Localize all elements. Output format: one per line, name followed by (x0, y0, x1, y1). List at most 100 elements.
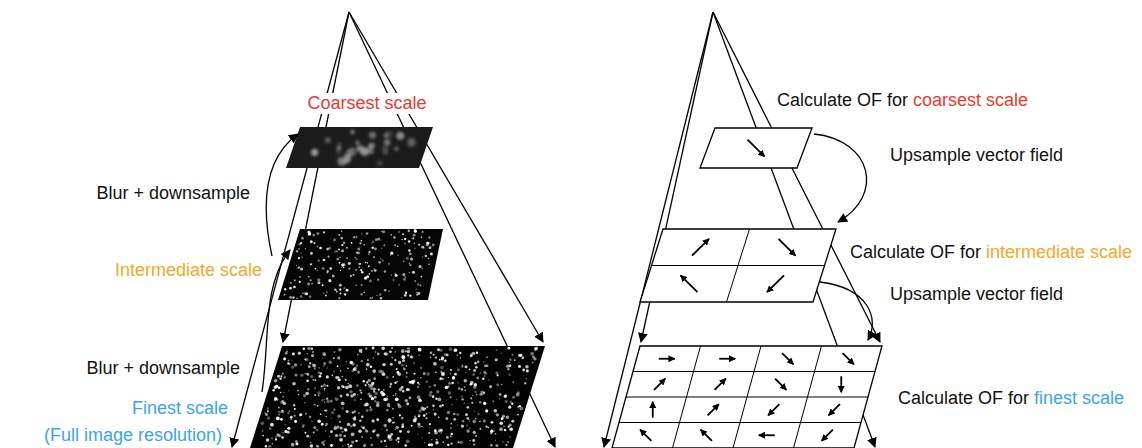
speckle (276, 417, 280, 421)
speckle (355, 236, 357, 238)
speckle (359, 389, 361, 391)
speckle (298, 394, 300, 396)
speckle (438, 398, 442, 402)
speckle (494, 409, 498, 413)
flow-vector (759, 434, 775, 436)
speckle (335, 398, 339, 402)
speckle (355, 269, 357, 271)
speckle (283, 357, 286, 360)
speckle (450, 373, 451, 374)
speckle (346, 361, 348, 363)
speckle (325, 425, 326, 426)
speckle (355, 141, 359, 145)
speckle (391, 274, 393, 276)
speckle (287, 412, 289, 414)
speckle (403, 278, 406, 281)
speckle (343, 386, 345, 388)
speckle (384, 289, 387, 292)
speckle (266, 438, 270, 442)
speckle (304, 432, 306, 434)
speckle (368, 384, 371, 387)
speckle (509, 427, 513, 431)
speckle (479, 372, 481, 374)
speckle (412, 271, 415, 274)
speckle (324, 410, 326, 412)
flow-vector (659, 358, 675, 360)
speckle (368, 251, 371, 254)
speckle (489, 385, 492, 388)
fine-field (612, 346, 882, 448)
speckle (460, 357, 461, 358)
speckle (499, 427, 503, 431)
speckle (402, 355, 406, 359)
speckle (418, 348, 422, 352)
speckle (291, 366, 294, 369)
speckle (414, 248, 415, 249)
speckle (466, 424, 468, 426)
speckle (324, 401, 325, 402)
speckle (351, 362, 354, 365)
speckle (372, 247, 374, 249)
step-label: Upsample vector field (888, 145, 1065, 166)
speckle (296, 265, 297, 266)
speckle (470, 381, 474, 385)
speckle (457, 424, 458, 425)
speckle (368, 265, 370, 267)
speckle (395, 429, 396, 430)
speckle (339, 284, 342, 287)
speckle (305, 358, 309, 362)
speckle (406, 402, 409, 405)
speckle (318, 260, 320, 262)
speckle (340, 395, 343, 398)
downsample-arrow (262, 250, 290, 392)
speckle (382, 259, 384, 261)
speckle (435, 441, 438, 444)
speckle (280, 378, 281, 379)
intermediate-image (278, 229, 443, 300)
speckle (532, 355, 535, 358)
speckle (298, 352, 301, 355)
speckle (325, 409, 328, 412)
speckle (356, 365, 358, 367)
speckle (407, 430, 410, 433)
speckle (329, 361, 332, 364)
speckle (374, 396, 377, 399)
speckle (392, 376, 394, 378)
speckle (517, 406, 519, 408)
speckle (420, 377, 421, 378)
speckle (307, 388, 309, 390)
speckle (511, 420, 514, 423)
speckle (348, 445, 351, 448)
speckle (317, 278, 320, 281)
speckle (425, 255, 428, 258)
scale-label: coarsest scale (911, 90, 1030, 111)
speckle (318, 394, 320, 396)
speckle (338, 249, 340, 251)
speckle (306, 435, 309, 438)
speckle (414, 373, 416, 375)
speckle (267, 410, 269, 412)
speckle (389, 406, 390, 407)
speckle (339, 421, 341, 423)
speckle (333, 371, 335, 373)
speckle (342, 158, 349, 165)
speckle (399, 430, 402, 433)
speckle (418, 414, 421, 417)
speckle (353, 423, 356, 426)
speckle (361, 416, 363, 418)
speckle (361, 360, 364, 363)
speckle (365, 262, 366, 263)
speckle (456, 354, 458, 356)
speckle (402, 359, 404, 361)
speckle (469, 420, 471, 422)
speckle (354, 416, 356, 418)
speckle (412, 237, 415, 240)
speckle (464, 386, 466, 388)
speckle (398, 441, 400, 443)
field-grid (619, 229, 875, 448)
speckle (300, 268, 303, 271)
speckle (403, 260, 405, 262)
speckle (360, 263, 361, 264)
speckle (394, 351, 396, 353)
